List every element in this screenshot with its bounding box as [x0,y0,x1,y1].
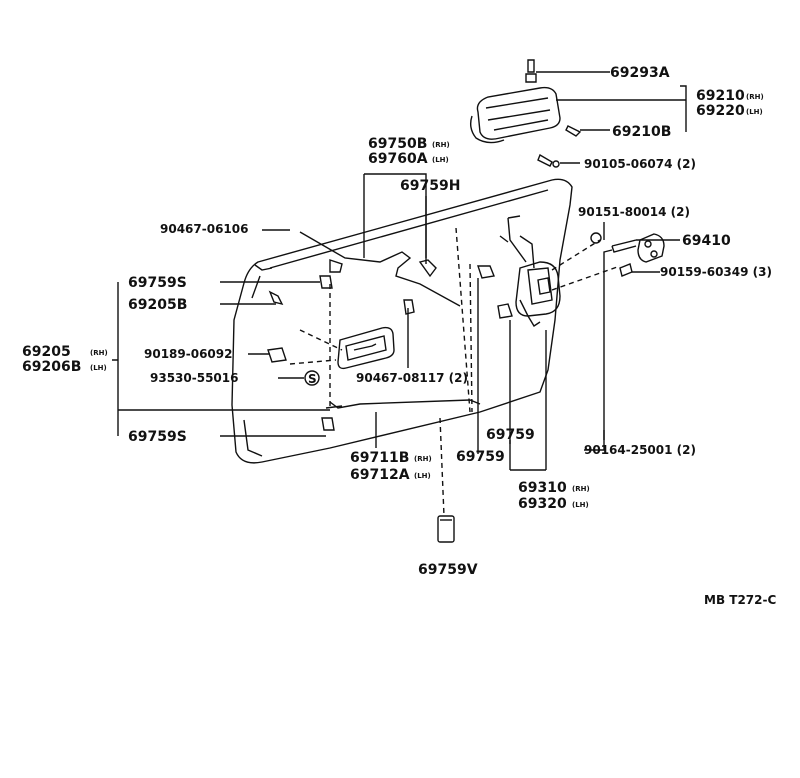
label-90164-25001: 90164-25001 (2) [584,443,696,457]
label-90467-08117: 90467-08117 (2) [356,371,468,385]
outside-door-handle [469,59,582,168]
label-69712A: 69712A [350,467,410,483]
label-90467-06106: 90467-06106 [160,222,248,236]
label-69205: 69205 [22,344,71,360]
label-69711B-rh: (RH) [414,455,432,463]
label-69220-lh: (LH) [746,108,763,116]
label-69750B: 69750B [368,136,427,152]
screw-s-symbol: S [304,370,320,386]
label-69760A-lh: (LH) [432,156,449,164]
label-90189-06092: 90189-06092 [144,347,232,361]
label-69206B-lh: (LH) [90,364,107,372]
dashed-leaders [289,227,621,517]
label-69210B: 69210B [612,124,671,140]
label-69759H: 69759H [400,178,460,194]
label-69760A: 69760A [368,151,428,167]
label-69320-lh: (LH) [572,501,589,509]
door-panel [231,178,573,464]
label-69310-rh: (RH) [572,485,590,493]
door-lock-assembly [499,215,561,327]
label-69759-a: 69759 [486,427,535,443]
label-90105-06074: 90105-06074 (2) [584,157,696,171]
label-69410: 69410 [682,233,731,249]
striker-plate [590,232,665,277]
grommet [437,515,455,543]
label-69320: 69320 [518,496,567,512]
label-90151-80014: 90151-80014 (2) [578,205,690,219]
label-69210: 69210 [696,88,745,104]
label-69759-b: 69759 [456,449,505,465]
label-69210-rh: (RH) [746,93,764,101]
label-93530-55016: 93530-55016 [150,371,238,385]
label-69205B: 69205B [128,297,187,313]
label-69205-rh: (RH) [90,349,108,357]
label-69759S-bottom: 69759S [128,429,187,445]
label-69750B-rh: (RH) [432,141,450,149]
label-69712A-lh: (LH) [414,472,431,480]
inside-door-handle [337,326,395,370]
label-90159-60349: 90159-60349 (3) [660,265,772,279]
lock-rods [267,231,513,431]
label-69220: 69220 [696,103,745,119]
label-69293A: 69293A [610,65,670,81]
diagram-code: MB T272-C [704,593,776,607]
label-69310: 69310 [518,480,567,496]
label-69711B: 69711B [350,450,409,466]
part-labels: 69293A 69210 (RH) 69220 (LH) 69210B 9010… [22,65,776,607]
s-symbol: S [308,372,317,386]
label-69759V: 69759V [418,562,478,578]
label-69759S-top: 69759S [128,275,187,291]
leader-lines [112,71,687,471]
label-69206B: 69206B [22,359,81,375]
